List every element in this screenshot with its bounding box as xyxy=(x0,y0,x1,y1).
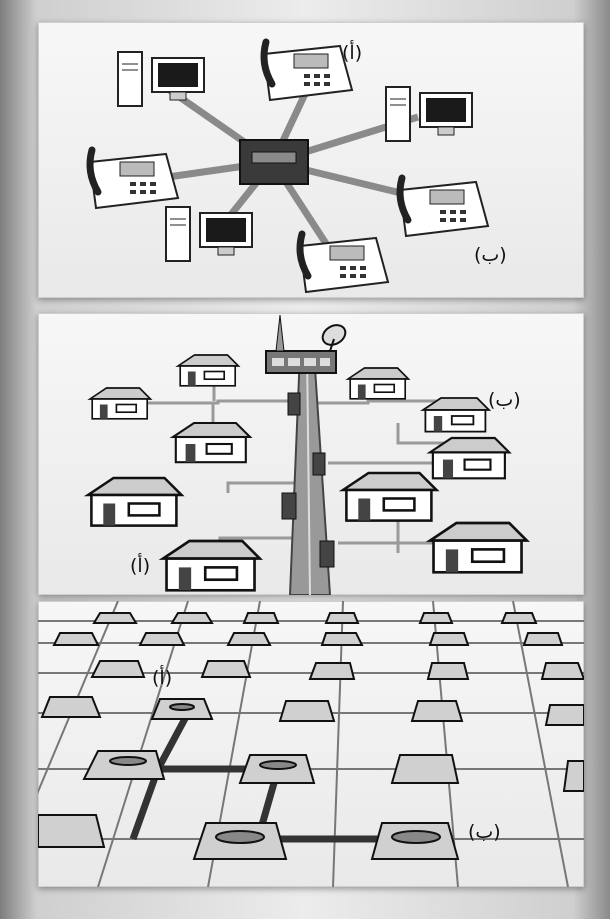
house-icon xyxy=(426,436,512,480)
mesh-node xyxy=(320,632,364,646)
mesh-node xyxy=(138,632,186,646)
label-a: (أ) xyxy=(342,42,363,64)
central-hub xyxy=(239,139,309,185)
star-network-diagram xyxy=(86,38,490,294)
label-b: (ب) xyxy=(488,389,521,411)
phone-icon xyxy=(86,146,180,210)
mesh-node xyxy=(390,754,460,784)
mesh-node xyxy=(92,612,138,624)
bus-connector xyxy=(287,392,301,416)
mesh-grid-lines xyxy=(38,601,584,887)
mesh-network-diagram xyxy=(38,601,584,887)
computer-icon xyxy=(385,86,473,142)
phone-icon xyxy=(260,38,354,102)
house-icon xyxy=(425,521,530,574)
phone-icon xyxy=(296,230,390,294)
bus-connector xyxy=(281,492,297,520)
house-icon xyxy=(175,354,241,387)
mesh-node xyxy=(562,760,584,792)
mesh-node xyxy=(370,822,460,860)
mesh-node xyxy=(52,632,100,646)
mesh-node xyxy=(242,612,280,624)
house-icon xyxy=(87,387,153,420)
mesh-node xyxy=(428,632,470,646)
house-icon xyxy=(169,421,253,464)
mesh-node xyxy=(324,612,360,624)
mesh-network-panel: (أ) (ب) xyxy=(38,601,584,887)
mesh-node xyxy=(38,814,106,848)
mesh-node xyxy=(40,696,102,718)
computer-icon xyxy=(165,206,253,262)
label-a: (أ) xyxy=(130,555,151,577)
bus-connector xyxy=(319,540,335,568)
mesh-node xyxy=(522,632,564,646)
house-icon xyxy=(158,539,263,592)
phone-icon xyxy=(396,174,490,238)
bus-network-diagram xyxy=(83,314,530,595)
mesh-node xyxy=(418,612,454,624)
house-icon xyxy=(83,476,185,527)
mesh-node xyxy=(170,612,214,624)
computer-icon xyxy=(117,51,205,107)
house-icon xyxy=(338,471,440,522)
bus-connector xyxy=(312,452,326,476)
mesh-node xyxy=(278,700,336,722)
mesh-node xyxy=(150,698,214,720)
mesh-node xyxy=(540,662,584,680)
mesh-node xyxy=(90,660,146,678)
mesh-nodes xyxy=(38,612,584,860)
house-icon xyxy=(420,397,492,433)
mesh-node xyxy=(308,662,356,680)
mesh-node xyxy=(226,632,272,646)
bus-network-panel: (أ) (ب) xyxy=(38,313,584,595)
mesh-node xyxy=(192,822,288,860)
label-a: (أ) xyxy=(152,667,173,689)
mesh-node xyxy=(410,700,464,722)
mesh-node xyxy=(426,662,470,680)
label-b: (ب) xyxy=(474,244,507,266)
house-icon xyxy=(345,367,411,400)
mesh-node xyxy=(500,612,538,624)
label-b: (ب) xyxy=(468,821,501,843)
star-network-panel: (أ) (ب) xyxy=(38,22,584,298)
mesh-node xyxy=(238,754,316,784)
broadcast-station xyxy=(265,314,337,374)
mesh-node xyxy=(544,704,584,726)
satellite-dish-icon xyxy=(321,324,347,352)
mesh-node xyxy=(200,660,252,678)
mesh-node xyxy=(82,750,166,780)
